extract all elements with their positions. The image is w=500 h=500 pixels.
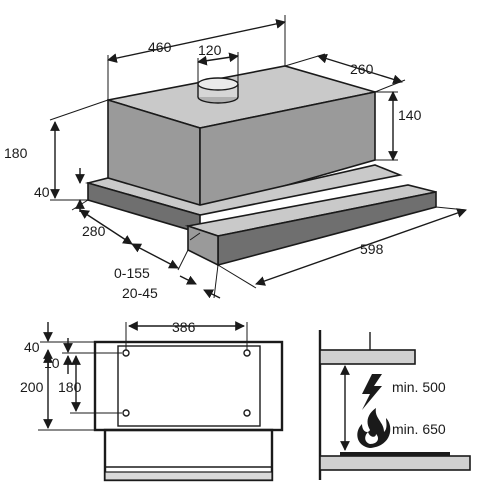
dim-width-total: 460 [148, 39, 172, 55]
dim-hole-offset: 10 [44, 355, 60, 371]
dim-total-height: 180 [4, 145, 28, 161]
dim-outer-height: 200 [20, 379, 44, 395]
screw-hole-top-right [243, 349, 251, 357]
screw-hole-bottom-left [122, 409, 130, 417]
dim-hole-spacing-height: 180 [58, 379, 82, 395]
dim-body-height: 140 [398, 107, 422, 123]
dim-hole-spacing-width: 386 [172, 319, 196, 335]
mounting-panel-inner [117, 345, 261, 427]
cooktop-surface [340, 452, 450, 456]
lightning-bolt-icon [362, 374, 382, 410]
dim-drawer-width: 598 [360, 241, 384, 257]
gas-clearance-label: min. 650 [392, 421, 446, 437]
isometric-hood-view: 460 120 260 140 180 40 280 0-155 [4, 15, 467, 301]
screw-hole-top-left [122, 349, 130, 357]
dim-base-height: 40 [34, 184, 50, 200]
dim-drawer-travel: 0-155 [114, 265, 150, 281]
dim-drawer-front: 20-45 [122, 285, 158, 301]
hood-side-profile [319, 349, 416, 365]
electric-clearance-label: min. 500 [392, 379, 446, 395]
dim-base-depth: 280 [82, 223, 106, 239]
cooktop-profile [319, 455, 471, 471]
screw-hole-bottom-right [243, 409, 251, 417]
mounting-front-view: 386 40 10 200 180 [20, 319, 284, 482]
dim-depth: 260 [350, 61, 374, 77]
dim-duct: 120 [198, 42, 222, 58]
duct-outlet [197, 77, 239, 104]
side-clearance-view: min. 500 min. 650 [318, 330, 471, 480]
dim-top-offset: 40 [24, 339, 40, 355]
